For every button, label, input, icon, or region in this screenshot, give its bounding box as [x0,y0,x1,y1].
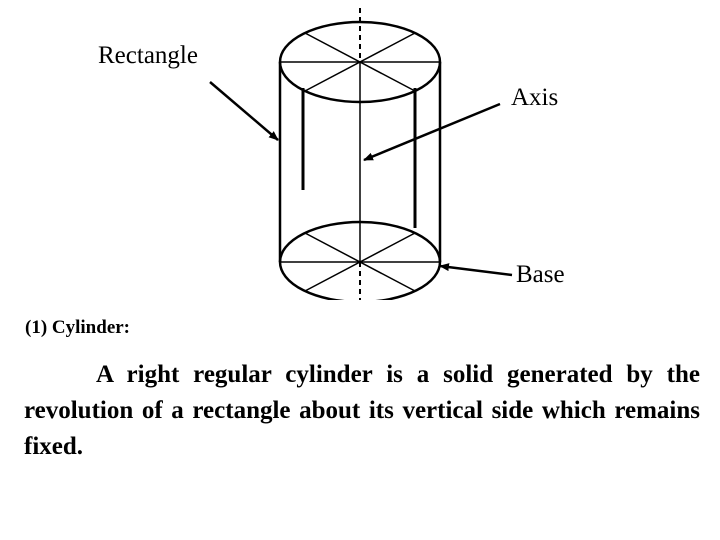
axis-arrow [363,102,501,162]
cylinder-diagram [209,8,513,300]
rectangle-label: Rectangle [98,42,198,69]
section-heading: (1) Cylinder: [25,317,131,338]
definition-text: A right regular cylinder is a solid gene… [24,361,700,460]
rectangle-arrow [209,81,279,141]
base-arrow [439,263,513,277]
base-label: Base [516,261,565,288]
axis-label: Axis [511,84,559,111]
